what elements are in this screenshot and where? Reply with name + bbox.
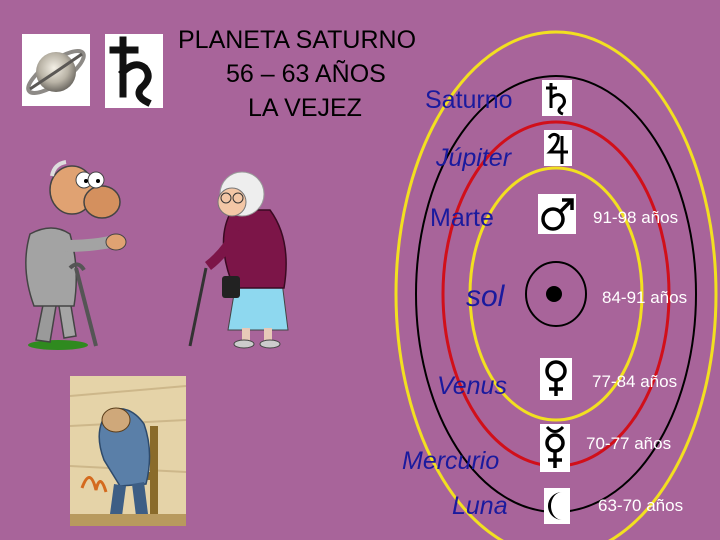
orbit-sun-ring (525, 261, 587, 327)
sun-symbol-icon (543, 283, 565, 305)
title-line-2: 56 – 63 AÑOS (226, 60, 386, 88)
planet-label-mercurio: Mercurio (402, 447, 500, 475)
elderly-woman-cartoon (184, 170, 294, 350)
mars-symbol-icon (538, 194, 576, 234)
planet-label-sol: sol (466, 280, 505, 313)
jupiter-symbol-icon (544, 130, 572, 166)
planet-label-luna: Luna (452, 492, 508, 520)
age-label-marte: 91-98 años (593, 208, 679, 227)
age-label-mercurio: 70-77 años (586, 434, 672, 453)
title-line-1: PLANETA SATURNO (178, 26, 417, 54)
planet-label-saturno: Saturno (425, 86, 513, 114)
planet-label-marte: Marte (430, 204, 494, 232)
mercury-symbol-icon (540, 424, 570, 472)
planet-label-jupiter: Júpiter (436, 144, 512, 172)
age-label-luna: 63-70 años (598, 496, 684, 515)
elderly-man-cartoon (14, 150, 134, 350)
venus-symbol-icon (540, 358, 572, 400)
age-label-sol: 84-91 años (602, 288, 688, 307)
orbit-yellow-outer (394, 30, 718, 540)
saturn-glyph-image (105, 34, 163, 108)
moon-symbol-icon (544, 488, 570, 524)
saturn-symbol-icon (542, 80, 572, 116)
age-label-venus: 77-84 años (592, 372, 678, 391)
planet-label-venus: Venus (437, 372, 507, 400)
title-line-3: LA VEJEZ (248, 94, 362, 122)
saturn-planet-image (22, 34, 90, 106)
sorrowing-old-man-painting (69, 376, 187, 526)
orbit-yellow-inner (468, 166, 644, 422)
